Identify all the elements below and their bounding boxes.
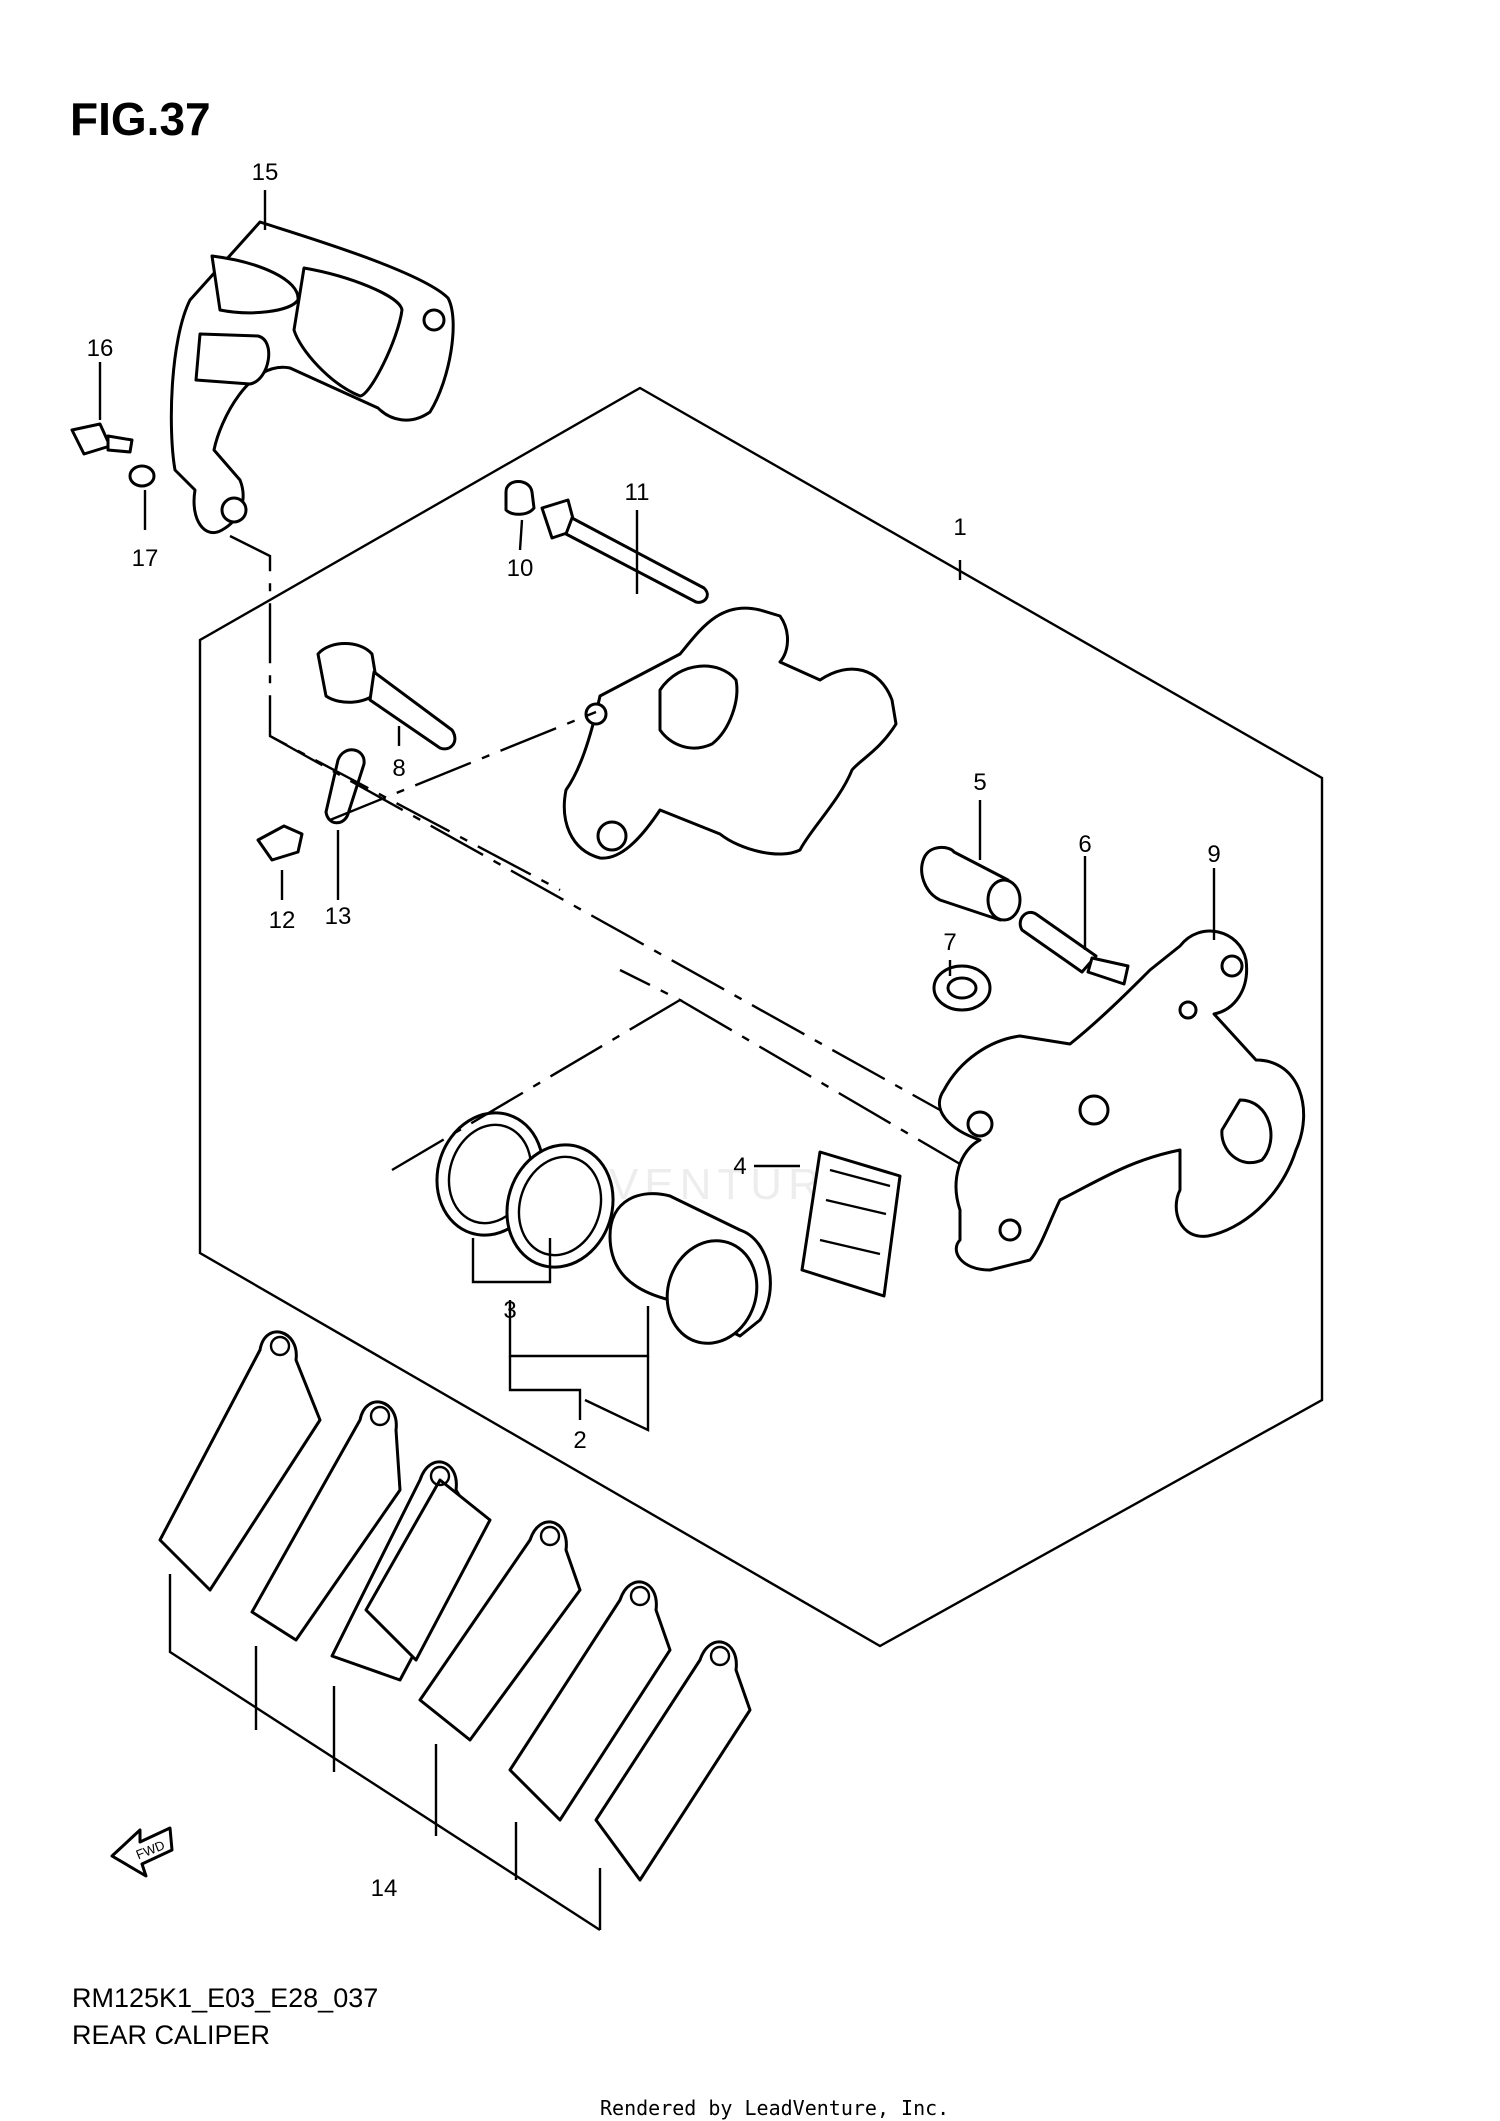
callout-13: 13 xyxy=(325,903,352,930)
pin-5-part[interactable] xyxy=(920,846,1022,922)
leader-lines xyxy=(98,190,1216,1932)
boot-7-part[interactable] xyxy=(932,964,992,1012)
piston-2-part[interactable] xyxy=(608,1192,772,1355)
callout-9: 9 xyxy=(1207,841,1220,868)
figure-code: RM125K1_E03_E28_037 xyxy=(72,1983,379,2013)
fwd-arrow-icon: FWD xyxy=(110,1826,174,1878)
pin-6-part[interactable] xyxy=(1018,911,1130,986)
seals-3-part[interactable] xyxy=(421,1099,628,1281)
figure-title: FIG.37 xyxy=(70,93,211,145)
callout-4: 4 xyxy=(733,1153,746,1180)
callout-7: 7 xyxy=(943,929,956,956)
bolt-16-part[interactable] xyxy=(70,422,134,456)
callout-5: 5 xyxy=(973,769,986,796)
pin-11-part[interactable] xyxy=(540,498,709,604)
callout-3: 3 xyxy=(503,1297,516,1324)
callout-14: 14 xyxy=(371,1875,398,1902)
callout-10: 10 xyxy=(507,555,534,582)
figure-caption: REAR CALIPER xyxy=(72,2020,271,2050)
pad-guard-part[interactable] xyxy=(169,220,455,534)
bracket-9-part[interactable] xyxy=(937,929,1306,1272)
callout-12: 12 xyxy=(269,907,296,934)
callout-labels: 1 2 3 4 5 6 7 8 9 10 11 12 13 14 15 16 1… xyxy=(87,159,1221,1902)
callout-15: 15 xyxy=(252,159,279,186)
callout-2: 2 xyxy=(573,1427,586,1454)
callout-8: 8 xyxy=(392,755,405,782)
brake-pads-14-part[interactable] xyxy=(158,1330,752,1882)
caliper-body-part[interactable] xyxy=(562,606,898,860)
pin-8-part[interactable] xyxy=(316,642,457,751)
spring-4-part[interactable] xyxy=(800,1150,902,1298)
rendered-by-credit: Rendered by LeadVenture, Inc. xyxy=(600,2096,950,2120)
assembly-outline xyxy=(198,386,1324,1648)
callout-17: 17 xyxy=(132,545,159,572)
hose-guide-13-part[interactable] xyxy=(324,748,366,825)
alignment-lines xyxy=(229,534,961,1172)
bleeder-12-part[interactable] xyxy=(256,824,304,862)
callout-1: 1 xyxy=(953,514,966,541)
cap-10-part[interactable] xyxy=(504,480,536,516)
callout-16: 16 xyxy=(87,335,114,362)
callout-11: 11 xyxy=(625,479,650,506)
washer-17-part[interactable] xyxy=(128,464,156,488)
callout-6: 6 xyxy=(1078,831,1091,858)
